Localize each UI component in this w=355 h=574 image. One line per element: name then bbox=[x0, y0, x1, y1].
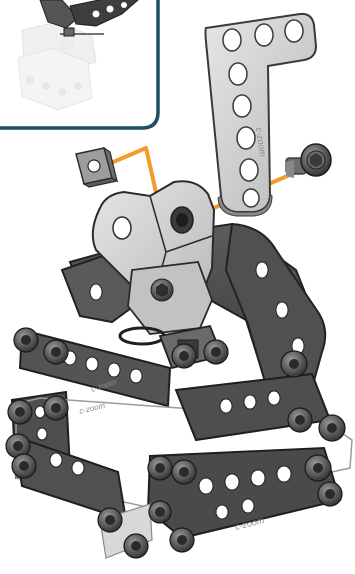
nut bbox=[305, 455, 331, 481]
nut bbox=[124, 534, 148, 558]
nut bbox=[170, 528, 194, 552]
nut bbox=[44, 340, 68, 364]
previous-step-inset bbox=[0, 0, 158, 128]
nut bbox=[12, 454, 36, 478]
robot-frame-assembly: c-zoom c-zoom c-zoom bbox=[6, 181, 352, 558]
nut bbox=[172, 344, 196, 368]
bottom-front-strip bbox=[14, 436, 126, 520]
nut bbox=[148, 456, 172, 480]
nut bbox=[319, 415, 345, 441]
nut bbox=[149, 501, 171, 523]
nut bbox=[14, 328, 38, 352]
nut bbox=[98, 508, 122, 532]
nut bbox=[281, 351, 307, 377]
l-plate-icon: c-zoom bbox=[206, 14, 317, 216]
nut bbox=[204, 340, 228, 364]
spacer-ring bbox=[120, 328, 164, 344]
nut bbox=[44, 396, 68, 420]
mid-strip-stamp: c-zoom bbox=[78, 401, 106, 416]
nut bbox=[288, 408, 312, 432]
bolt-icon bbox=[286, 144, 331, 178]
nut bbox=[318, 482, 342, 506]
inset-faded-model bbox=[18, 22, 96, 110]
nut bbox=[8, 400, 32, 424]
nut bbox=[172, 460, 196, 484]
square-nut-icon bbox=[76, 148, 117, 187]
